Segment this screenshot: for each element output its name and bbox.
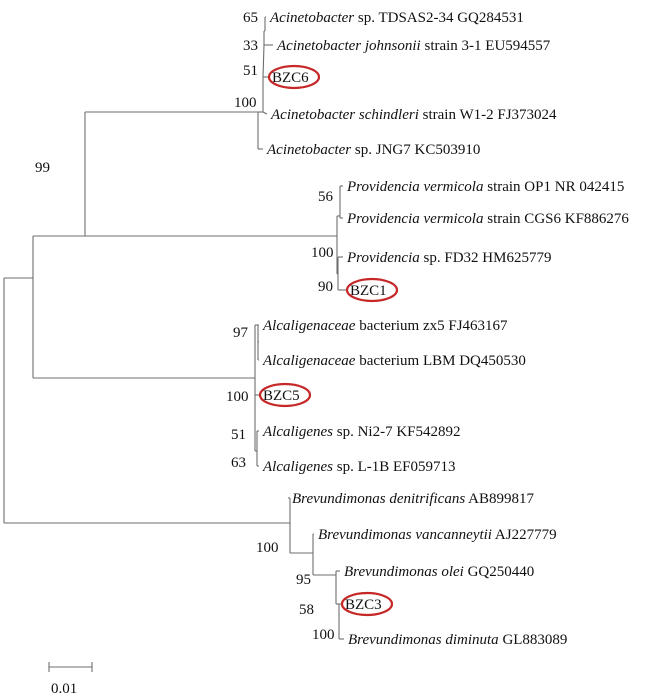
- isolate-label-bzc6: BZC6: [272, 70, 309, 86]
- taxon-label: Alcaligenaceae bacterium zx5 FJ463167: [262, 318, 508, 334]
- taxon-labels: Acinetobacter sp. TDSAS2-34 GQ284531Acin…: [258, 10, 629, 648]
- taxon-strain-accession: sp. FD32 HM625779: [420, 250, 552, 266]
- taxon-strain-accession: GL883089: [499, 632, 568, 648]
- taxon-label: Alcaligenaceae bacterium LBM DQ450530: [262, 353, 526, 369]
- taxon-genus-species: Brevundimonas vancanneytii: [318, 527, 492, 543]
- isolate-highlight-circle: [258, 382, 312, 408]
- taxon-genus-species: Acinetobacter: [269, 10, 354, 26]
- taxon-label: Brevundimonas olei GQ250440: [344, 564, 534, 580]
- bootstrap-value: 65: [243, 10, 258, 26]
- isolate-label-bzc3: BZC3: [345, 597, 382, 613]
- taxon-genus-species: Alcaligenes: [262, 459, 333, 475]
- taxon-strain-accession: BZC6: [272, 70, 309, 86]
- taxon-genus-species: Brevundimonas olei: [344, 564, 464, 580]
- taxon-genus-species: Brevundimonas diminuta: [348, 632, 499, 648]
- bootstrap-value: 100: [312, 627, 335, 643]
- bootstrap-value: 56: [318, 189, 334, 205]
- taxon-label: Providencia vermicola strain OP1 NR 0424…: [346, 179, 624, 195]
- taxon-genus-species: Acinetobacter johnsonii: [276, 38, 421, 54]
- taxon-label: Providencia sp. FD32 HM625779: [346, 250, 551, 266]
- taxon-genus-species: Acinetobacter: [266, 142, 351, 158]
- taxon-strain-accession: BZC5: [263, 388, 300, 404]
- taxon-label: Acinetobacter sp. TDSAS2-34 GQ284531: [269, 10, 524, 26]
- taxon-strain-accession: BZC1: [350, 283, 387, 299]
- taxon-strain-accession: bacterium LBM DQ450530: [355, 353, 525, 369]
- bootstrap-value: 100: [226, 389, 249, 405]
- taxon-strain-accession: AB899817: [465, 491, 534, 507]
- taxon-strain-accession: sp. JNG7 KC503910: [351, 142, 480, 158]
- taxon-label: Acinetobacter sp. JNG7 KC503910: [266, 142, 480, 158]
- taxon-genus-species: Alcaligenaceae: [262, 318, 356, 334]
- tree-branch-segment: [262, 44, 265, 78]
- taxon-label: Alcaligenes sp. L-1B EF059713: [262, 459, 456, 475]
- taxon-strain-accession: bacterium zx5 FJ463167: [355, 318, 508, 334]
- taxon-strain-accession: GQ250440: [464, 564, 534, 580]
- taxon-genus-species: Alcaligenes: [262, 424, 333, 440]
- taxon-genus-species: Providencia vermicola: [346, 211, 483, 227]
- taxon-label: Alcaligenes sp. Ni2-7 KF542892: [262, 424, 461, 440]
- taxon-genus-species: Providencia vermicola: [346, 179, 483, 195]
- taxon-genus-species: Brevundimonas denitrificans: [292, 491, 465, 507]
- tree-branches: [3, 16, 346, 640]
- bootstrap-value: 51: [231, 427, 246, 443]
- bootstrap-value: 90: [318, 279, 333, 295]
- tree-branch-segment: [262, 111, 268, 115]
- taxon-genus-species: Providencia: [346, 250, 420, 266]
- taxon-label: Acinetobacter schindleri strain W1-2 FJ3…: [270, 107, 557, 123]
- scale-bar: 0.01: [48, 662, 93, 697]
- bootstrap-value: 33: [243, 38, 258, 54]
- bootstrap-value: 99: [35, 160, 50, 176]
- taxon-strain-accession: strain OP1 NR 042415: [483, 179, 624, 195]
- bootstrap-value: 100: [234, 95, 257, 111]
- taxon-strain-accession: sp. TDSAS2-34 GQ284531: [354, 10, 524, 26]
- taxon-strain-accession: sp. L-1B EF059713: [333, 459, 456, 475]
- taxon-genus-species: Alcaligenaceae: [262, 353, 356, 369]
- isolate-highlight-circle: [345, 277, 399, 303]
- bootstrap-value: 95: [296, 572, 311, 588]
- bootstrap-value: 63: [231, 455, 246, 471]
- taxon-label: Brevundimonas vancanneytii AJ227779: [318, 527, 557, 543]
- isolate-highlight-circle: [267, 64, 321, 90]
- taxon-strain-accession: sp. Ni2-7 KF542892: [333, 424, 461, 440]
- taxon-strain-accession: strain W1-2 FJ373024: [419, 107, 557, 123]
- bootstrap-value: 97: [233, 325, 249, 341]
- taxon-strain-accession: BZC3: [345, 597, 382, 613]
- taxon-strain-accession: strain CGS6 KF886276: [483, 211, 629, 227]
- bootstrap-value: 100: [256, 540, 279, 556]
- scale-bar-label: 0.01: [51, 681, 77, 697]
- bootstrap-value: 100: [311, 245, 334, 261]
- bootstrap-values: 65 33 51 100 99 56 100 90 97 100 51 63 100 95 58 100: [35, 10, 335, 643]
- taxon-strain-accession: strain 3-1 EU594557: [421, 38, 551, 54]
- taxon-genus-species: Acinetobacter schindleri: [270, 107, 419, 123]
- isolate-highlight-circle: [340, 591, 394, 617]
- bootstrap-value: 51: [243, 63, 258, 79]
- taxon-label: Brevundimonas diminuta GL883089: [348, 632, 567, 648]
- taxon-label: Acinetobacter johnsonii strain 3-1 EU594…: [276, 38, 551, 54]
- bootstrap-value: 58: [299, 602, 314, 618]
- taxon-strain-accession: AJ227779: [492, 527, 557, 543]
- isolate-label-bzc5: BZC5: [263, 388, 300, 404]
- taxon-label: Providencia vermicola strain CGS6 KF8862…: [346, 211, 629, 227]
- isolate-label-bzc1: BZC1: [350, 283, 387, 299]
- taxon-label: Brevundimonas denitrificans AB899817: [292, 491, 534, 507]
